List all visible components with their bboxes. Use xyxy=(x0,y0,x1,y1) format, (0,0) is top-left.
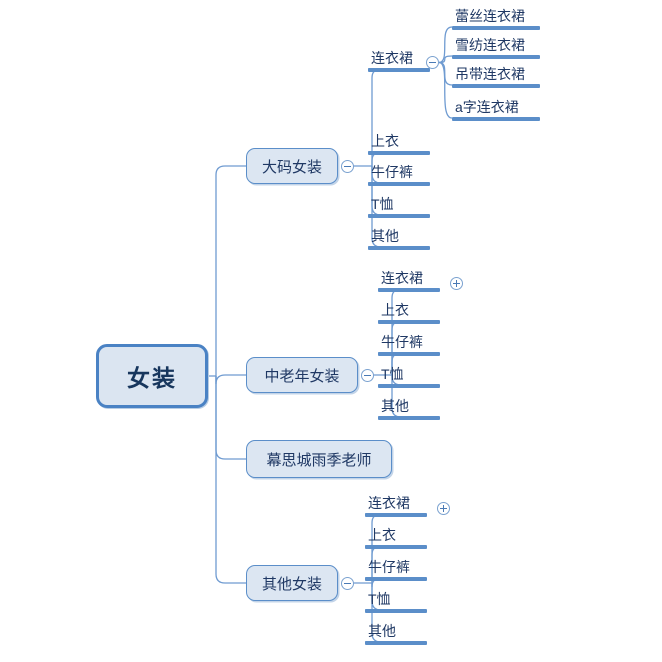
leaf-node-underline xyxy=(378,320,440,324)
leaf-node-qita-qita[interactable]: 其他 xyxy=(365,623,427,645)
branch-node-zhonglaonian[interactable]: 中老年女装 xyxy=(246,357,358,393)
leaf-node-label: 牛仔裤 xyxy=(371,164,413,180)
leaf-node-label: 蕾丝连衣裙 xyxy=(455,8,525,24)
leaf-node-label: 连衣裙 xyxy=(381,270,423,286)
leaf-node-underline xyxy=(365,609,427,613)
branch-node-daima[interactable]: 大码女装 xyxy=(246,148,338,184)
leaf-node-underline xyxy=(368,182,430,186)
leaf-node-label: 牛仔裤 xyxy=(381,334,423,350)
leaf-node-label: 上衣 xyxy=(368,527,396,543)
branch-zhonglaonian-collapse-icon[interactable] xyxy=(361,369,374,382)
leaf-node-label: 上衣 xyxy=(371,133,399,149)
connector-edge xyxy=(438,61,453,86)
leaf-node-underline xyxy=(452,55,540,59)
leaf-node-underline xyxy=(452,117,540,121)
leaf-node-label: 连衣裙 xyxy=(368,495,410,511)
leaf-node-label: 雪纺连衣裙 xyxy=(455,37,525,53)
leaf-node-underline xyxy=(378,288,440,292)
leaf-node-zln-shangyi[interactable]: 上衣 xyxy=(378,302,440,324)
branch-node-label: 幕思城雨季老师 xyxy=(266,451,372,469)
connector-edge xyxy=(438,55,453,64)
connector-edge xyxy=(438,61,453,119)
leaf-zln-lianyiqun-expand-icon[interactable] xyxy=(450,277,463,290)
leaf-node-xuefang[interactable]: 雪纺连衣裙 xyxy=(452,37,540,59)
leaf-node-underline xyxy=(368,246,430,250)
leaf-node-zln-niuzaiku[interactable]: 牛仔裤 xyxy=(378,334,440,356)
leaf-node-underline xyxy=(368,151,430,155)
leaf-node-underline xyxy=(365,513,427,517)
connector-edge xyxy=(215,376,246,584)
leaf-node-daima-qita[interactable]: 其他 xyxy=(368,228,430,250)
leaf-node-qita-niuzaiku[interactable]: 牛仔裤 xyxy=(365,559,427,581)
leaf-node-daima-lianyiqun[interactable]: 连衣裙 xyxy=(368,50,430,72)
leaf-node-underline xyxy=(368,68,430,72)
leaf-node-daima-niuzaiku[interactable]: 牛仔裤 xyxy=(368,164,430,186)
root-node-label: 女装 xyxy=(127,365,177,391)
leaf-daima-lianyiqun-collapse-icon[interactable] xyxy=(426,56,439,69)
leaf-node-zln-lianyiqun[interactable]: 连衣裙 xyxy=(378,270,440,292)
leaf-node-qita-txu[interactable]: T恤 xyxy=(365,591,427,613)
leaf-qita-lianyiqun-expand-icon[interactable] xyxy=(437,502,450,515)
connector-edge xyxy=(215,165,246,376)
branch-node-label: 其他女装 xyxy=(261,575,322,593)
leaf-node-daima-shangyi[interactable]: 上衣 xyxy=(368,133,430,155)
leaf-node-label: 上衣 xyxy=(381,302,409,318)
leaf-node-zln-qita[interactable]: 其他 xyxy=(378,398,440,420)
leaf-node-qita-lianyiqun[interactable]: 连衣裙 xyxy=(365,495,427,517)
leaf-node-underline xyxy=(452,26,540,30)
leaf-node-leisi[interactable]: 蕾丝连衣裙 xyxy=(452,8,540,30)
leaf-node-underline xyxy=(365,545,427,549)
leaf-node-label: a字连衣裙 xyxy=(455,99,519,115)
branch-qita-collapse-icon[interactable] xyxy=(341,577,354,590)
leaf-node-label: T恤 xyxy=(381,366,404,382)
leaf-node-daima-txu[interactable]: T恤 xyxy=(368,196,430,218)
leaf-node-label: 吊带连衣裙 xyxy=(455,66,525,82)
branch-node-qita[interactable]: 其他女装 xyxy=(246,565,338,601)
leaf-node-label: 其他 xyxy=(381,398,409,414)
connector-edge xyxy=(215,374,246,385)
leaf-node-label: T恤 xyxy=(368,591,391,607)
connector-edge xyxy=(438,26,453,64)
leaf-node-underline xyxy=(365,577,427,581)
root-node[interactable]: 女装 xyxy=(96,344,208,408)
branch-node-musicheng[interactable]: 幕思城雨季老师 xyxy=(246,440,392,478)
branch-node-label: 中老年女装 xyxy=(264,367,340,385)
leaf-node-azi[interactable]: a字连衣裙 xyxy=(452,99,540,121)
leaf-node-label: 牛仔裤 xyxy=(368,559,410,575)
leaf-node-label: 连衣裙 xyxy=(371,50,413,66)
leaf-node-underline xyxy=(378,352,440,356)
branch-node-label: 大码女装 xyxy=(261,158,322,176)
leaf-node-underline xyxy=(368,214,430,218)
leaf-node-underline xyxy=(365,641,427,645)
leaf-node-diaodai[interactable]: 吊带连衣裙 xyxy=(452,66,540,88)
leaf-node-label: T恤 xyxy=(371,196,394,212)
leaf-node-label: 其他 xyxy=(371,228,399,244)
leaf-node-underline xyxy=(452,84,540,88)
leaf-node-underline xyxy=(378,384,440,388)
leaf-node-underline xyxy=(378,416,440,420)
branch-daima-collapse-icon[interactable] xyxy=(341,160,354,173)
connector-edge xyxy=(215,376,246,460)
leaf-node-zln-txu[interactable]: T恤 xyxy=(378,366,440,388)
leaf-node-qita-shangyi[interactable]: 上衣 xyxy=(365,527,427,549)
leaf-node-label: 其他 xyxy=(368,623,396,639)
